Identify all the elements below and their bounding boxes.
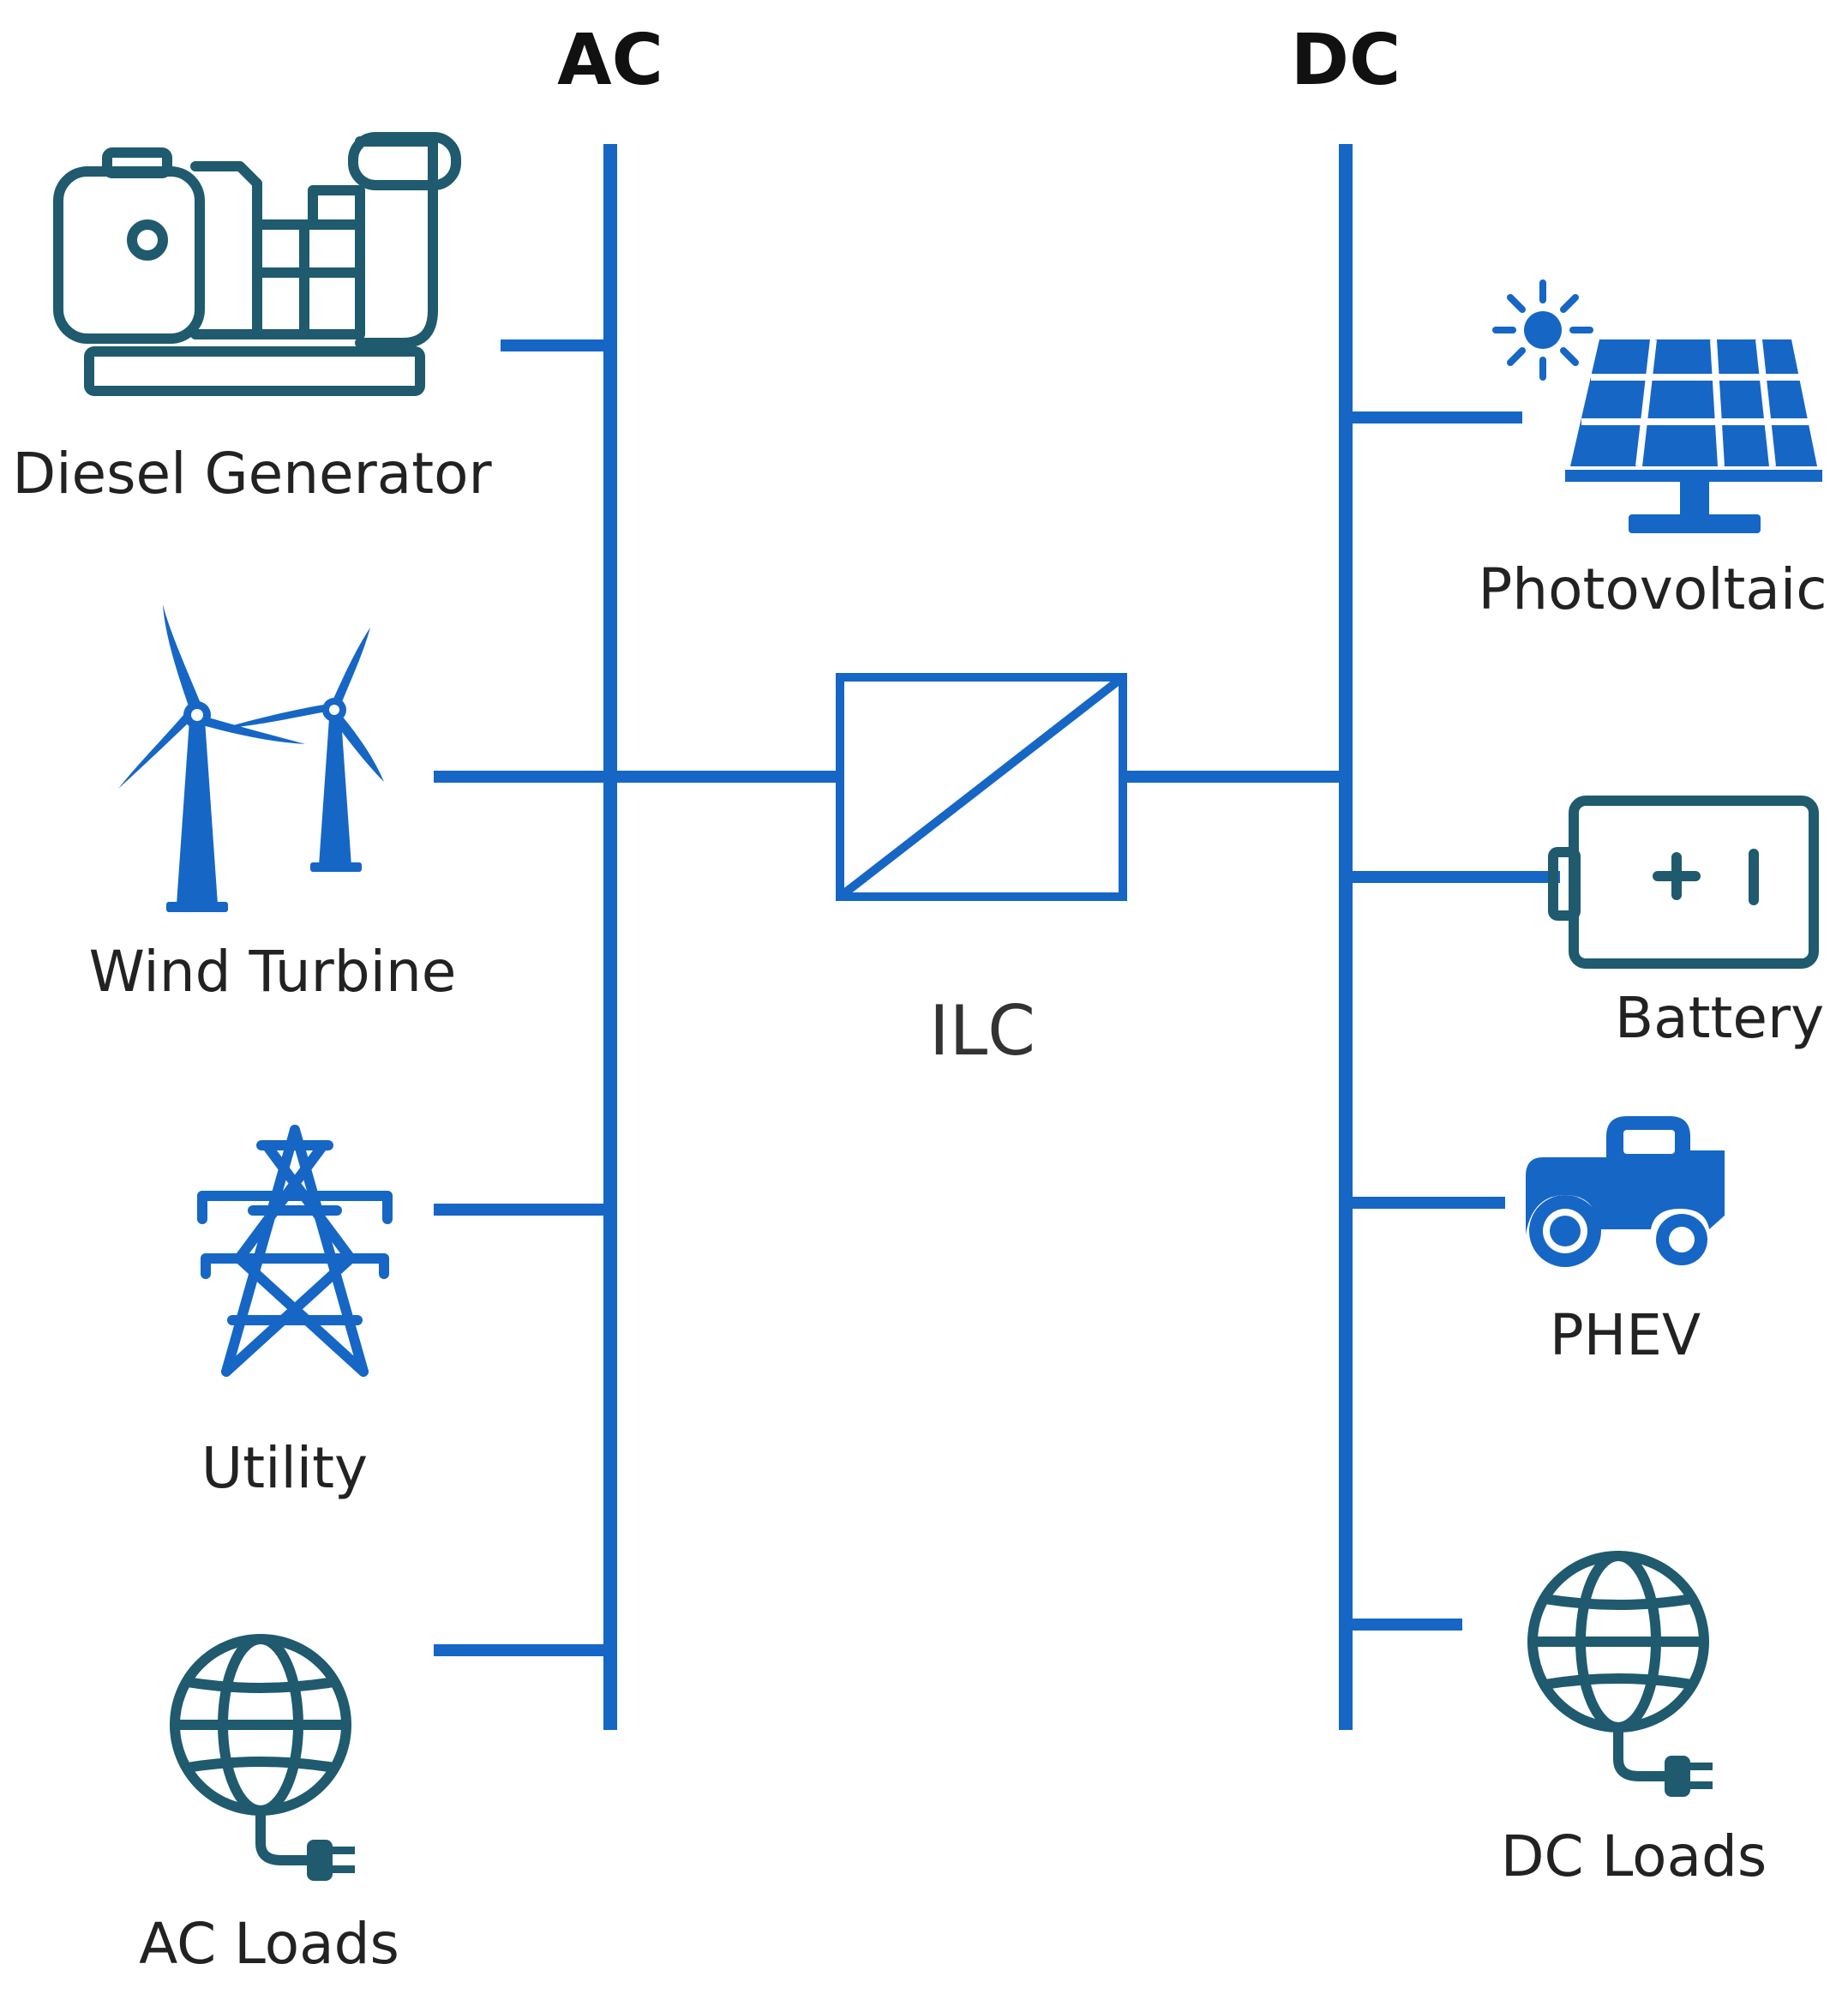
- ilc-converter-icon: [836, 673, 1127, 901]
- diesel-generator-label: Diesel Generator: [12, 441, 492, 507]
- globe-plug-icon: [1527, 1551, 1713, 1797]
- solar-panel-icon: [1492, 279, 1822, 533]
- battery-label: Battery: [1615, 985, 1824, 1051]
- wind-turbine-icon: [118, 604, 384, 912]
- ac-loads-label: AC Loads: [139, 1911, 399, 1977]
- ac-bus-title: AC: [557, 20, 663, 101]
- dc-bus-title: DC: [1291, 20, 1401, 101]
- photovoltaic-label: Photovoltaic: [1479, 556, 1827, 622]
- wind-turbine-label: Wind Turbine: [89, 939, 457, 1005]
- diesel-generator-icon: [53, 132, 461, 396]
- utility-label: Utility: [201, 1435, 368, 1501]
- transmission-tower-icon: [197, 1125, 393, 1377]
- vehicle-icon: [1526, 1116, 1725, 1267]
- ilc-label: ILC: [929, 991, 1035, 1071]
- battery-icon: [1548, 796, 1819, 969]
- dc-loads-label: DC Loads: [1501, 1823, 1767, 1889]
- globe-plug-icon: [170, 1634, 355, 1881]
- phev-label: PHEV: [1550, 1302, 1701, 1368]
